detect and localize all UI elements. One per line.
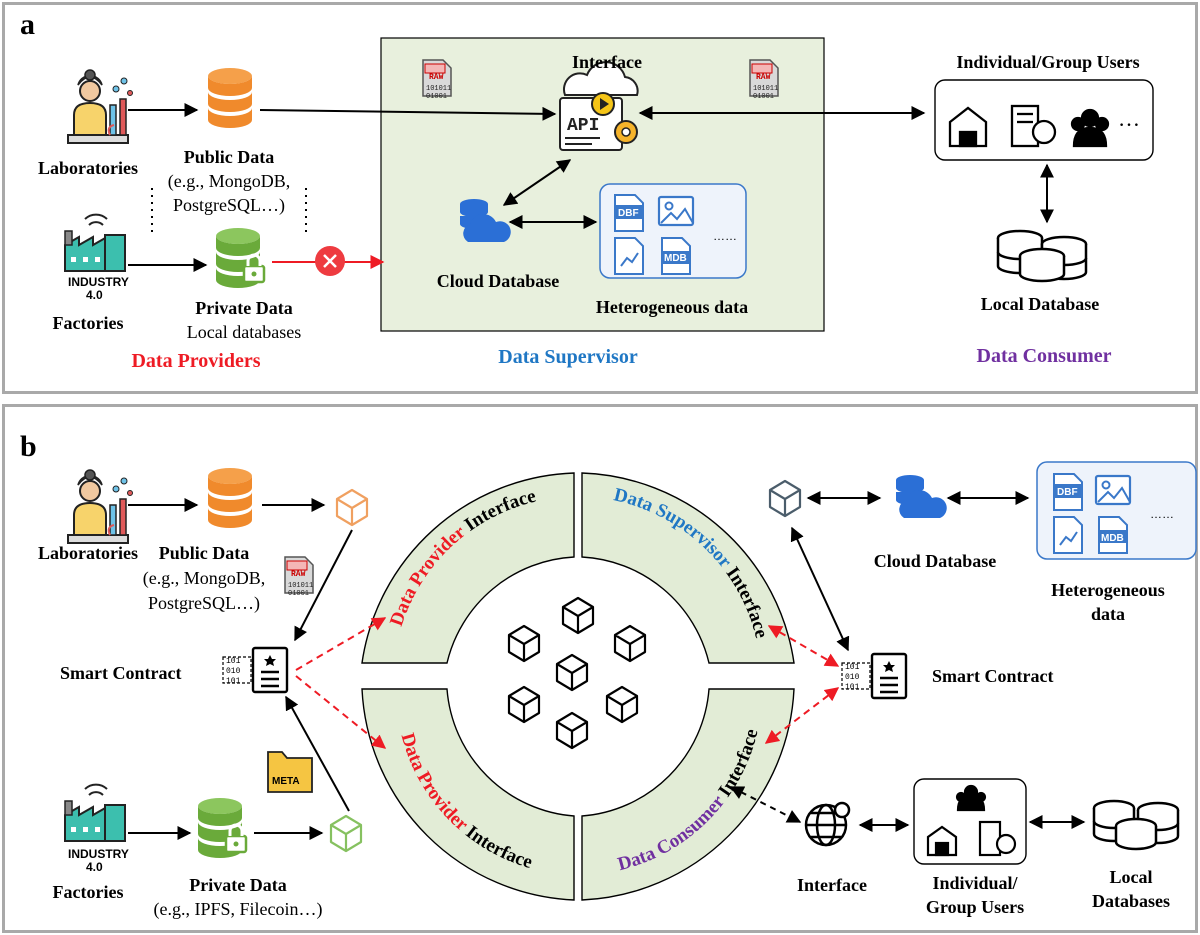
chart-file-icon-b bbox=[1053, 516, 1083, 554]
industry-label-2: 4.0 bbox=[86, 288, 103, 302]
local-databases-label-b-2: Databases bbox=[1091, 891, 1171, 911]
cloud-database-label-b: Cloud Database bbox=[873, 551, 997, 571]
mdb-label: MDB bbox=[664, 253, 687, 264]
contract-bits-right-2: 010 bbox=[845, 673, 860, 682]
ring-segment-bottom-left bbox=[361, 688, 575, 901]
private-data-label-b: Private Data bbox=[189, 875, 287, 895]
raw-tag-b: RAW bbox=[291, 570, 306, 579]
blockchain-ring bbox=[361, 472, 795, 901]
users-icons bbox=[948, 104, 1110, 148]
raw-bits-left-1: 101011 bbox=[426, 85, 451, 93]
laboratories-label-b: Laboratories bbox=[38, 543, 138, 563]
dbf-label: DBF bbox=[618, 208, 639, 219]
panel-b-letter: b bbox=[20, 430, 37, 463]
ring-segment-bottom-right bbox=[581, 688, 795, 901]
public-data-label: Public Data bbox=[183, 147, 275, 167]
ring-segment-top-left bbox=[361, 472, 575, 664]
contract-bits-left-2: 010 bbox=[226, 667, 241, 676]
smart-contract-label-left: Smart Contract bbox=[60, 663, 182, 683]
industry-label-1: INDUSTRY bbox=[68, 275, 129, 289]
local-database-label: Local Database bbox=[980, 294, 1100, 314]
public-database-icon-b bbox=[208, 468, 252, 528]
private-block-icon bbox=[329, 814, 363, 853]
raw-tag-left: RAW bbox=[429, 73, 444, 82]
public-block-icon bbox=[335, 488, 369, 527]
globe-interface-icon bbox=[804, 801, 851, 847]
laboratories-label: Laboratories bbox=[38, 158, 138, 178]
file-ellipsis-b: …… bbox=[1150, 507, 1174, 521]
users-label-b-2: Group Users bbox=[925, 897, 1025, 917]
cloud-database-icon-b bbox=[896, 475, 947, 518]
factories-label-b: Factories bbox=[52, 882, 124, 902]
data-consumer-title: Data Consumer bbox=[976, 345, 1112, 367]
users-ellipsis: … bbox=[1118, 106, 1140, 131]
raw-bits-right-1: 101011 bbox=[753, 85, 778, 93]
factory-icon bbox=[64, 213, 126, 272]
laboratory-icon bbox=[67, 69, 134, 144]
private-data-sub: Local databases bbox=[186, 322, 302, 342]
mdb-label-b: MDB bbox=[1101, 533, 1124, 544]
raw-tag-right: RAW bbox=[756, 73, 771, 82]
contract-bits-left-1: 101 bbox=[226, 657, 241, 666]
factories-label: Factories bbox=[52, 313, 124, 333]
raw-bits-right-2: 01001 bbox=[753, 93, 774, 101]
contract-bits-right-3: 101 bbox=[845, 683, 860, 692]
factory-icon-b bbox=[64, 783, 126, 842]
public-data-examples-2: PostgreSQL…) bbox=[173, 195, 285, 215]
local-databases-label-b-1: Local bbox=[1109, 867, 1153, 887]
meta-label: META bbox=[272, 776, 300, 787]
interface-label: Interface bbox=[572, 52, 642, 72]
data-providers-title: Data Providers bbox=[131, 350, 261, 372]
contract-bits-right-1: 101 bbox=[845, 663, 860, 672]
contract-bits-left-3: 101 bbox=[226, 677, 241, 686]
users-label-b-1: Individual/ bbox=[932, 873, 1018, 893]
meta-folder-icon bbox=[267, 751, 313, 793]
private-data-examples-b: (e.g., IPFS, Filecoin…) bbox=[153, 899, 323, 919]
public-data-examples-b-1: (e.g., MongoDB, bbox=[142, 568, 266, 588]
users-icons-b bbox=[926, 784, 1017, 857]
laboratory-icon-b bbox=[67, 469, 134, 544]
api-icon-label: API bbox=[567, 116, 599, 136]
private-data-label: Private Data bbox=[195, 298, 293, 318]
image-file-icon-b bbox=[1094, 474, 1132, 506]
local-database-icon bbox=[996, 229, 1088, 283]
public-data-label-b: Public Data bbox=[158, 543, 250, 563]
raw-bits-b-2: 01001 bbox=[288, 590, 309, 598]
file-ellipsis: …… bbox=[713, 229, 737, 243]
cloud-database-label: Cloud Database bbox=[436, 271, 560, 291]
heterogeneous-data-label: Heterogeneous data bbox=[595, 297, 749, 317]
api-interface-icon bbox=[559, 61, 639, 151]
public-data-examples-b-2: PostgreSQL…) bbox=[148, 593, 260, 613]
raw-bits-b-1: 101011 bbox=[288, 582, 313, 590]
raw-bits-left-2: 01001 bbox=[426, 93, 447, 101]
private-database-icon bbox=[214, 226, 266, 290]
industry-label-b-1: INDUSTRY bbox=[68, 847, 129, 861]
industry-label-b-2: 4.0 bbox=[86, 860, 103, 874]
heterogeneous-data-label-b-2: data bbox=[1090, 604, 1126, 624]
local-databases-icon bbox=[1092, 799, 1180, 851]
users-label: Individual/Group Users bbox=[956, 52, 1140, 72]
data-supervisor-title: Data Supervisor bbox=[498, 346, 638, 368]
public-database-icon bbox=[208, 68, 252, 128]
dbf-label-b: DBF bbox=[1057, 487, 1078, 498]
blockchain-icon bbox=[507, 596, 647, 750]
private-database-icon-b bbox=[196, 796, 248, 860]
chart-file-icon bbox=[614, 237, 644, 275]
smart-contract-label-right: Smart Contract bbox=[932, 666, 1054, 686]
heterogeneous-data-label-b-1: Heterogeneous bbox=[1051, 580, 1165, 600]
interface-label-b: Interface bbox=[797, 875, 867, 895]
supervisor-block-icon bbox=[768, 479, 802, 518]
public-data-examples-1: (e.g., MongoDB, bbox=[167, 171, 291, 191]
panel-a-letter: a bbox=[20, 8, 35, 41]
image-file-icon bbox=[657, 195, 695, 227]
